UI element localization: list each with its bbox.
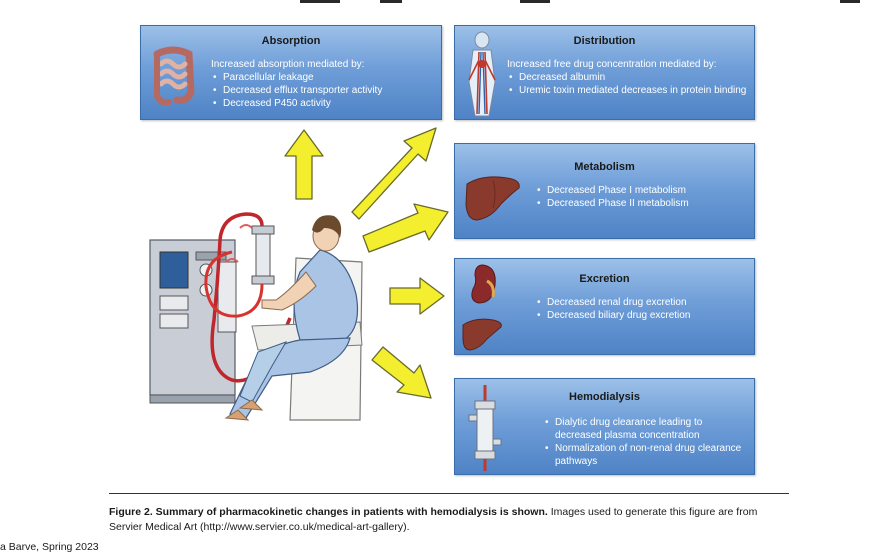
arrow-to-distribution: [351, 127, 437, 220]
hemodialysis-title: Hemodialysis: [569, 391, 640, 403]
metabolism-box: Metabolism Decreased Phase I metabolism …: [454, 143, 755, 239]
arrow-to-excretion: [389, 277, 445, 315]
distribution-intro: Increased free drug concentration mediat…: [507, 59, 717, 70]
absorption-item: Decreased efflux transporter activity: [213, 84, 438, 97]
caption-rule: [109, 493, 789, 494]
absorption-intro: Increased absorption mediated by:: [211, 59, 365, 70]
hemodialysis-item: Dialytic drug clearance leading to decre…: [545, 416, 745, 442]
distribution-title: Distribution: [573, 35, 636, 47]
metabolism-item: Decreased Phase I metabolism: [537, 184, 747, 197]
metabolism-list: Decreased Phase I metabolism Decreased P…: [537, 184, 747, 210]
hemodialysis-item: Normalization of non-renal drug clearanc…: [545, 442, 745, 468]
arrow-to-absorption: [284, 129, 324, 200]
arrow-to-metabolism: [362, 203, 449, 253]
intestine-icon: [153, 46, 195, 106]
absorption-item: Decreased P450 activity: [213, 97, 438, 110]
caption-label: Figure 2. Summary of pharmacokinetic cha…: [109, 506, 548, 518]
caption-text: Images used to generate this figure are …: [109, 506, 758, 533]
absorption-title: Absorption: [261, 35, 321, 47]
excretion-title: Excretion: [579, 273, 630, 285]
distribution-item: Uremic toxin mediated decreases in prote…: [509, 84, 749, 97]
kidney-icon: [471, 264, 496, 304]
distribution-list: Decreased albumin Uremic toxin mediated …: [509, 71, 749, 97]
distribution-box: Distribution Increased free drug concent…: [454, 25, 755, 120]
metabolism-item: Decreased Phase II metabolism: [537, 197, 747, 210]
footer-credit: a Barve, Spring 2023: [0, 541, 99, 553]
dialyzer-icon: [468, 385, 502, 471]
liver-icon: [465, 176, 520, 221]
absorption-list: Paracellular leakage Decreased efflux tr…: [213, 71, 438, 110]
excretion-box: Excretion Decreased renal drug excretion…: [454, 258, 755, 355]
hemodialysis-list: Dialytic drug clearance leading to decre…: [545, 416, 745, 468]
figure-caption: Figure 2. Summary of pharmacokinetic cha…: [109, 505, 789, 535]
distribution-item: Decreased albumin: [509, 71, 749, 84]
circulatory-system-icon: [468, 31, 496, 117]
excretion-item: Decreased renal drug excretion: [537, 296, 747, 309]
arrow-to-hemodialysis: [371, 346, 432, 399]
hemodialysis-box: Hemodialysis Dialytic drug clearance lea…: [454, 378, 755, 475]
metabolism-title: Metabolism: [574, 161, 635, 173]
absorption-box: Absorption Increased absorption mediated…: [140, 25, 442, 120]
excretion-item: Decreased biliary drug excretion: [537, 309, 747, 322]
absorption-item: Paracellular leakage: [213, 71, 438, 84]
excretion-list: Decreased renal drug excretion Decreased…: [537, 296, 747, 322]
cropped-heading-strip: [300, 0, 860, 3]
liver-small-icon: [462, 318, 502, 351]
